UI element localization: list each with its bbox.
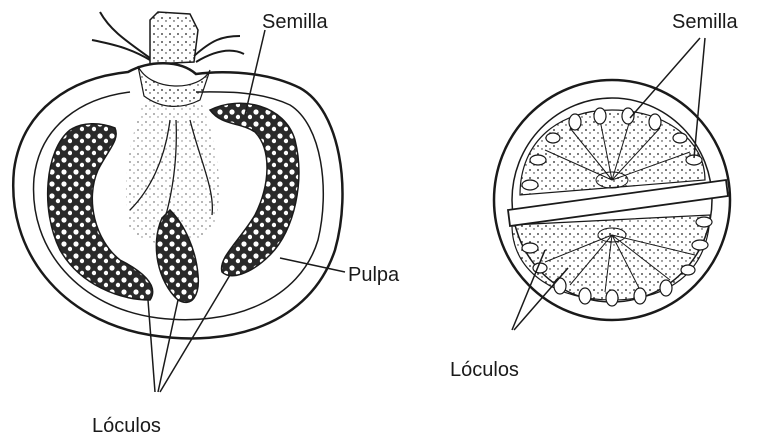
label-pulp: Pulpa [348,264,400,286]
label-seed-right: Semilla [672,11,738,33]
tomato-cross-section [494,80,730,320]
tomato-longitudinal-section [13,12,342,338]
label-locules-right: Lóculos [450,359,519,381]
label-seed-left: Semilla [262,11,328,33]
label-locules-left: Lóculos [92,415,161,437]
